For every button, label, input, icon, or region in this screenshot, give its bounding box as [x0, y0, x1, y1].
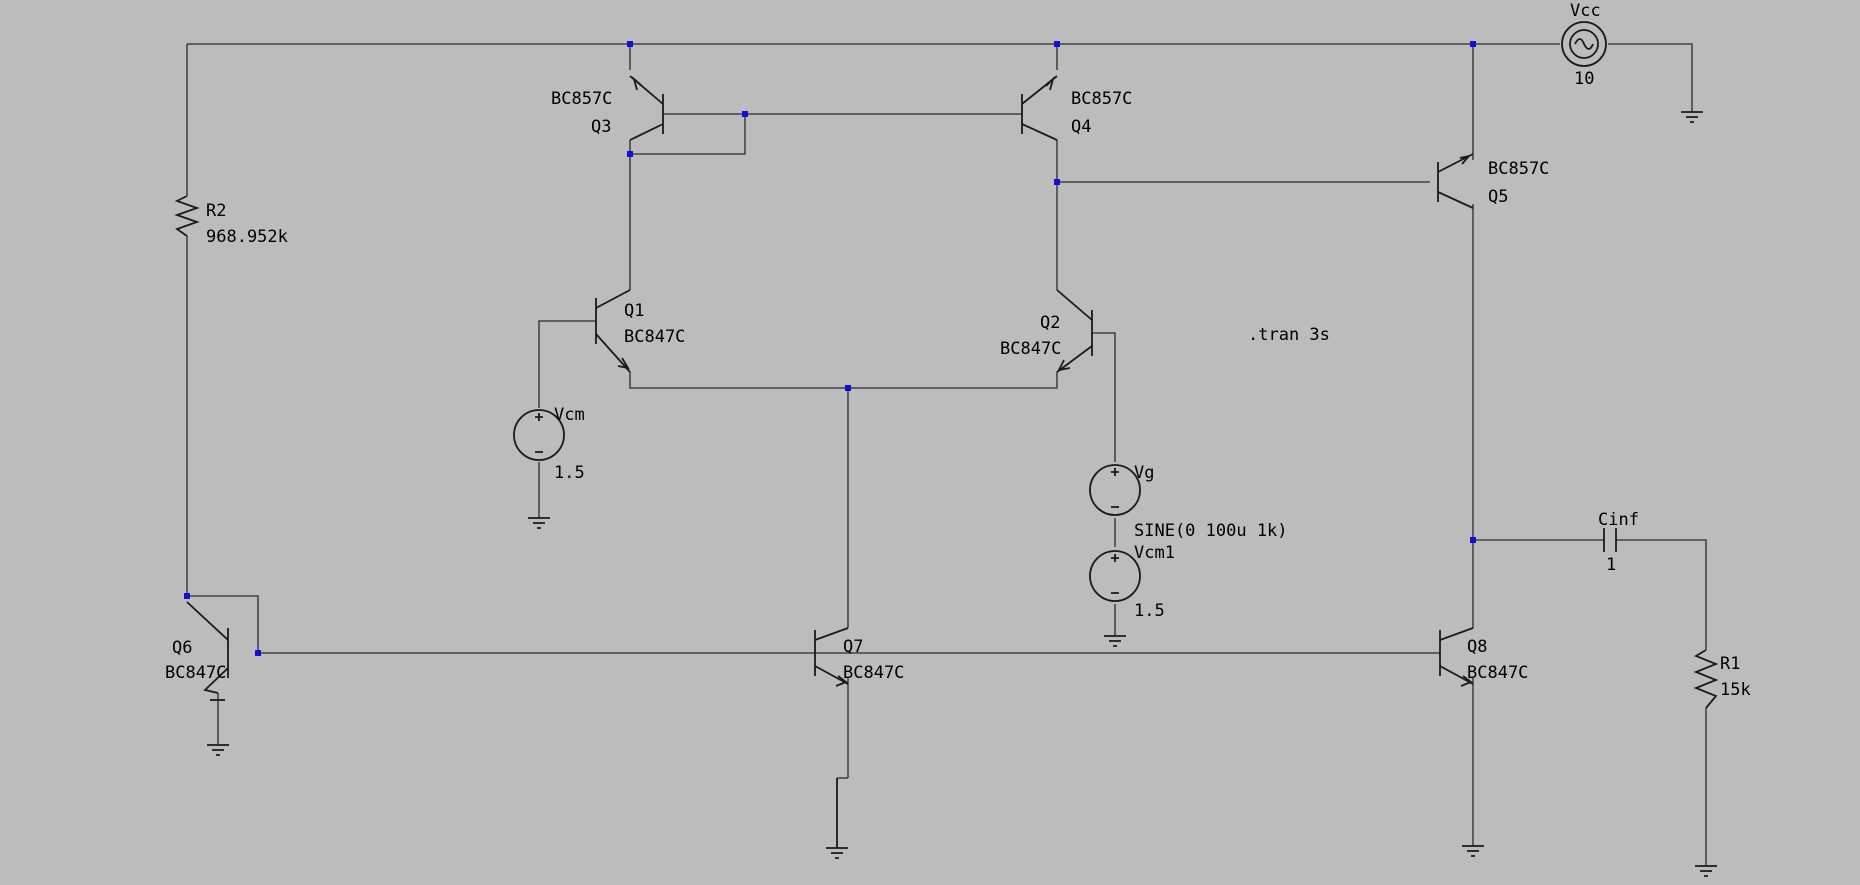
ground-q7-icon — [826, 777, 848, 859]
q3-model-label: BC857C — [551, 89, 612, 109]
q1-model-label: BC847C — [624, 327, 685, 347]
vg-ref-label: Vg — [1134, 463, 1154, 483]
wires — [186, 43, 1707, 866]
q1-ref-label: Q1 — [624, 301, 644, 321]
capacitor-cinf-icon — [1603, 528, 1617, 552]
transistor-q8-npn-icon — [1439, 627, 1474, 687]
voltage-source-vcc-icon — [1561, 21, 1607, 67]
q7-model-label: BC847C — [843, 663, 904, 683]
q4-model-label: BC857C — [1071, 89, 1132, 109]
transistor-q4-pnp-icon — [1021, 75, 1058, 141]
junction-dots — [184, 41, 1476, 656]
r2-ref-label: R2 — [206, 201, 226, 221]
vcm1-ref-label: Vcm1 — [1134, 543, 1175, 563]
ground-q8-icon — [1462, 845, 1484, 857]
cinf-value-label: 1 — [1606, 555, 1616, 575]
transistor-q1-npn-icon — [595, 289, 631, 373]
resistor-r1-icon — [1693, 649, 1719, 709]
ground-vcm-icon — [528, 517, 550, 529]
q2-ref-label: Q2 — [1040, 313, 1060, 333]
q4-ref-label: Q4 — [1071, 117, 1091, 137]
voltage-source-vcm1-icon — [1089, 550, 1141, 602]
vcm-ref-label: Vcm — [554, 405, 585, 425]
transistor-q5-pnp-icon — [1437, 153, 1474, 209]
voltage-source-vg-icon — [1089, 464, 1141, 516]
vcc-value-label: 10 — [1574, 69, 1594, 89]
q8-model-label: BC847C — [1467, 663, 1528, 683]
ground-r1-icon — [1695, 865, 1717, 877]
q3-ref-label: Q3 — [591, 117, 611, 137]
q5-ref-label: Q5 — [1488, 187, 1508, 207]
transistor-q6-npn-icon — [186, 601, 229, 701]
q6-ref-label: Q6 — [172, 638, 192, 658]
transistor-q7-npn-icon — [814, 627, 849, 687]
r1-ref-label: R1 — [1720, 654, 1740, 674]
tran-directive: .tran 3s — [1248, 325, 1330, 345]
ground-vcc-icon — [1681, 111, 1703, 123]
voltage-source-vcm-icon — [513, 409, 565, 461]
vg-value-label: SINE(0 100u 1k) — [1134, 521, 1288, 541]
vcm1-value-label: 1.5 — [1134, 601, 1165, 621]
r2-value-label: 968.952k — [206, 227, 288, 247]
resistor-r2-icon — [174, 195, 200, 237]
cinf-ref-label: Cinf — [1598, 510, 1639, 530]
vcm-value-label: 1.5 — [554, 463, 585, 483]
q6-model-label: BC847C — [165, 663, 226, 683]
transistor-q2-npn-icon — [1056, 289, 1093, 373]
q2-model-label: BC847C — [1000, 339, 1061, 359]
q8-ref-label: Q8 — [1467, 637, 1487, 657]
ground-q6-icon — [207, 744, 229, 756]
q5-model-label: BC857C — [1488, 159, 1549, 179]
transistor-q3-pnp-icon — [629, 75, 664, 141]
vcc-ref-label: Vcc — [1570, 1, 1601, 21]
q7-ref-label: Q7 — [843, 637, 863, 657]
component-labels: BC857C Q3 BC857C Q4 BC857C Q5 Q1 BC847C … — [165, 1, 1751, 700]
r1-value-label: 15k — [1720, 680, 1751, 700]
ground-vcm1-icon — [1104, 635, 1126, 647]
